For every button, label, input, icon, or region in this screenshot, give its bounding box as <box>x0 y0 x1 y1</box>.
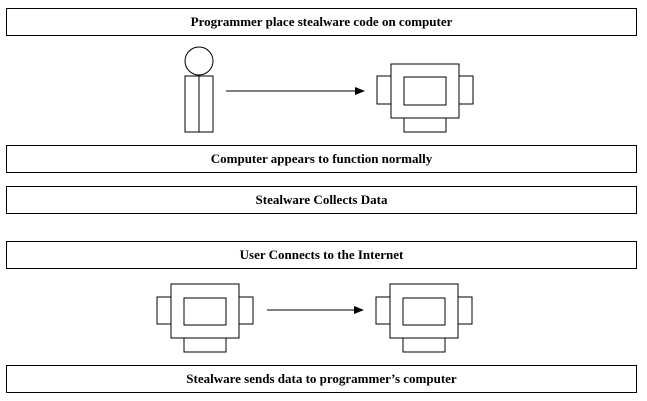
step-sends-data: Stealware sends data to programmer’s com… <box>6 365 637 393</box>
step-label: Stealware Collects Data <box>255 192 388 207</box>
computer-icon <box>156 283 254 353</box>
computer-icon <box>375 283 473 353</box>
step-label: Programmer place stealware code on compu… <box>190 14 453 29</box>
step-label: Computer appears to function normally <box>210 151 433 166</box>
step-label: User Connects to the Internet <box>239 247 404 262</box>
step-place-code: Programmer place stealware code on compu… <box>6 8 637 36</box>
step-label: Stealware sends data to programmer’s com… <box>186 371 457 386</box>
step-user-connects: User Connects to the Internet <box>6 241 637 269</box>
person-icon <box>184 46 214 133</box>
step-collects-data: Stealware Collects Data <box>6 186 637 214</box>
step-appears-normal: Computer appears to function normally <box>6 145 637 173</box>
computer-icon <box>376 63 474 133</box>
